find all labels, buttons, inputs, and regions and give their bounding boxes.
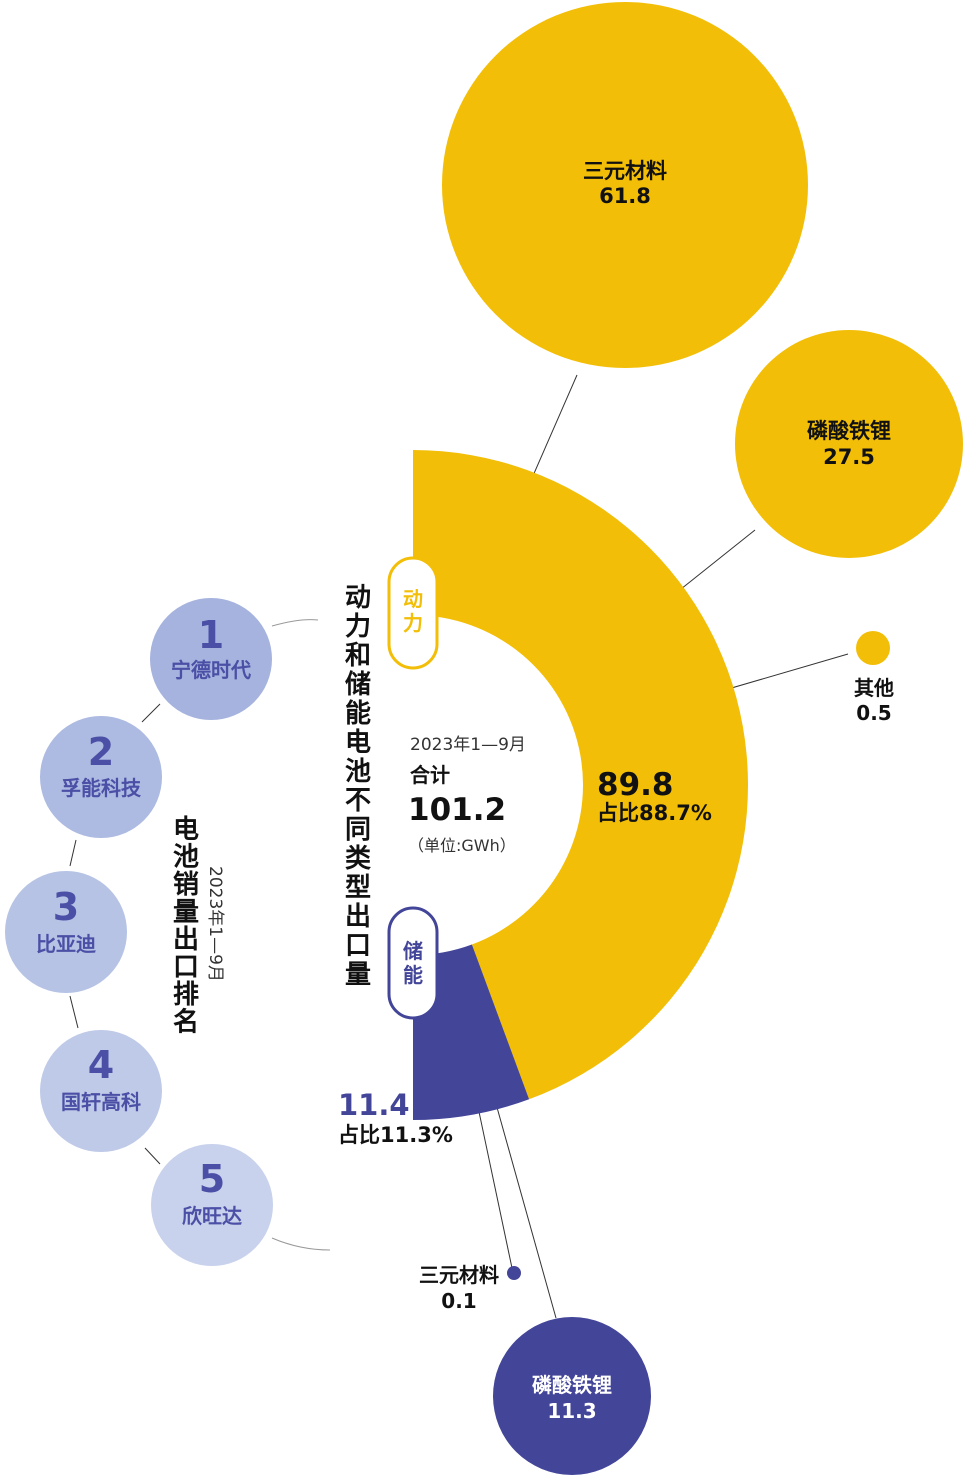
bubble-power-other-value: 0.5 [856,701,891,725]
pill-storage[interactable]: 储 能 [387,906,439,1020]
ranking-title-char: 口 [173,953,199,983]
ranking-title-char: 池 [173,843,199,873]
bubble-power-ternary-value: 61.8 [599,184,651,208]
rank-item-5[interactable]: 5 欣旺达 [151,1144,273,1266]
bubble-power-other-circle [856,631,890,665]
bubble-power-ternary-circle [442,2,808,368]
donut-title-char: 储 [345,669,371,700]
rank-3-name: 比亚迪 [36,932,96,956]
rank-item-1[interactable]: 1 宁德时代 [150,598,272,720]
bubble-power-other-name: 其他 [854,676,894,700]
donut-title-char: 型 [345,873,371,903]
rank-5-circle [151,1144,273,1266]
rank-item-4[interactable]: 4 国轩高科 [40,1030,162,1152]
rank-item-3[interactable]: 3 比亚迪 [5,871,127,993]
bubble-storage-lfp-name: 磷酸铁锂 [532,1373,612,1397]
bubble-storage-lfp[interactable]: 磷酸铁锂 11.3 [493,1317,651,1475]
pill-power[interactable]: 动 力 [387,556,439,670]
ranking-title-char: 销 [173,870,199,900]
pill-storage-char-1: 储 [403,939,423,963]
center-total-value: 101.2 [408,792,506,828]
rank-4-name: 国轩高科 [61,1090,141,1114]
pill-storage-shape [387,906,439,1020]
donut-title-char: 动 [345,583,371,613]
center-unit: （单位:GWh） [408,836,516,855]
donut-title-char: 能 [345,698,371,729]
rank-5-number: 5 [199,1157,225,1201]
rank-5-name: 欣旺达 [182,1204,242,1228]
center-total-label: 合计 [410,763,450,787]
bubble-storage-ternary-circle [507,1266,521,1280]
bubble-power-lfp-circle [735,330,963,558]
pill-power-char-1: 动 [403,587,423,611]
power-share-label: 占比88.7% [597,801,712,825]
ranking-title-char: 名 [173,1007,199,1038]
ranking-list: 1 宁德时代 2 孚能科技 3 比亚迪 4 国轩高科 5 欣旺达 [5,598,273,1266]
bubble-storage-ternary-name: 三元材料 [419,1263,499,1287]
ranking-title-char: 出 [173,925,199,955]
rank-1-circle [150,598,272,720]
donut-title-char: 池 [345,757,371,787]
donut-center: 2023年1—9月 合计 101.2 （单位:GWh） [408,735,526,855]
pill-storage-char-2: 能 [403,963,423,987]
bubble-power-lfp-name: 磷酸铁锂 [807,419,891,443]
donut-title-char: 类 [345,844,371,874]
pill-power-shape [387,556,439,670]
ranking-connectors [69,619,331,1251]
rank-4-number: 4 [88,1043,114,1087]
donut-title-char: 量 [345,960,371,990]
rank-1-name: 宁德时代 [171,658,251,682]
bubble-power-lfp-value: 27.5 [823,445,875,469]
bubble-storage-lfp-circle [493,1317,651,1475]
ranking-title-char: 电 [173,815,199,845]
bubble-power-lfp[interactable]: 磷酸铁锂 27.5 [735,330,963,558]
bubble-storage-ternary[interactable]: 三元材料 0.1 [419,1263,521,1313]
ranking-period-text: 2023年1—9月 [205,866,225,982]
donut-title-char: 出 [345,902,371,932]
center-period: 2023年1—9月 [410,735,526,755]
donut-slice-power[interactable] [413,450,749,1100]
ranking-title-char: 量 [173,898,199,928]
donut-chart [413,450,749,1120]
rank-1-number: 1 [198,613,224,657]
bubble-storage-lfp-value: 11.3 [547,1399,596,1423]
storage-value-label: 11.4 [338,1088,410,1122]
rank-2-name: 孚能科技 [61,776,142,800]
bubble-storage-ternary-value: 0.1 [441,1289,476,1313]
donut-title-char: 力 [345,612,371,642]
storage-share-label: 占比11.3% [338,1123,453,1147]
donut-title-char: 和 [345,641,371,671]
rank-4-circle [40,1030,162,1152]
donut-slice-storage[interactable] [413,944,530,1120]
bubble-power-ternary[interactable]: 三元材料 61.8 [442,2,808,368]
pill-power-char-2: 力 [403,611,423,635]
donut-title-char: 电 [345,728,371,758]
donut-title-char: 不 [345,786,371,816]
donut-title-char: 同 [345,815,371,845]
ranking-period: 2023年1—9月 [205,866,225,982]
rank-3-circle [5,871,127,993]
rank-2-number: 2 [88,730,114,774]
rank-3-number: 3 [53,885,79,929]
donut-title-char: 口 [345,931,371,961]
bubble-power-other[interactable]: 其他 0.5 [854,631,894,725]
power-value-label: 89.8 [597,767,674,803]
rank-item-2[interactable]: 2 孚能科技 [40,716,162,838]
bubble-power-ternary-name: 三元材料 [583,159,667,183]
ranking-title-char: 排 [173,980,199,1010]
rank-2-circle [40,716,162,838]
